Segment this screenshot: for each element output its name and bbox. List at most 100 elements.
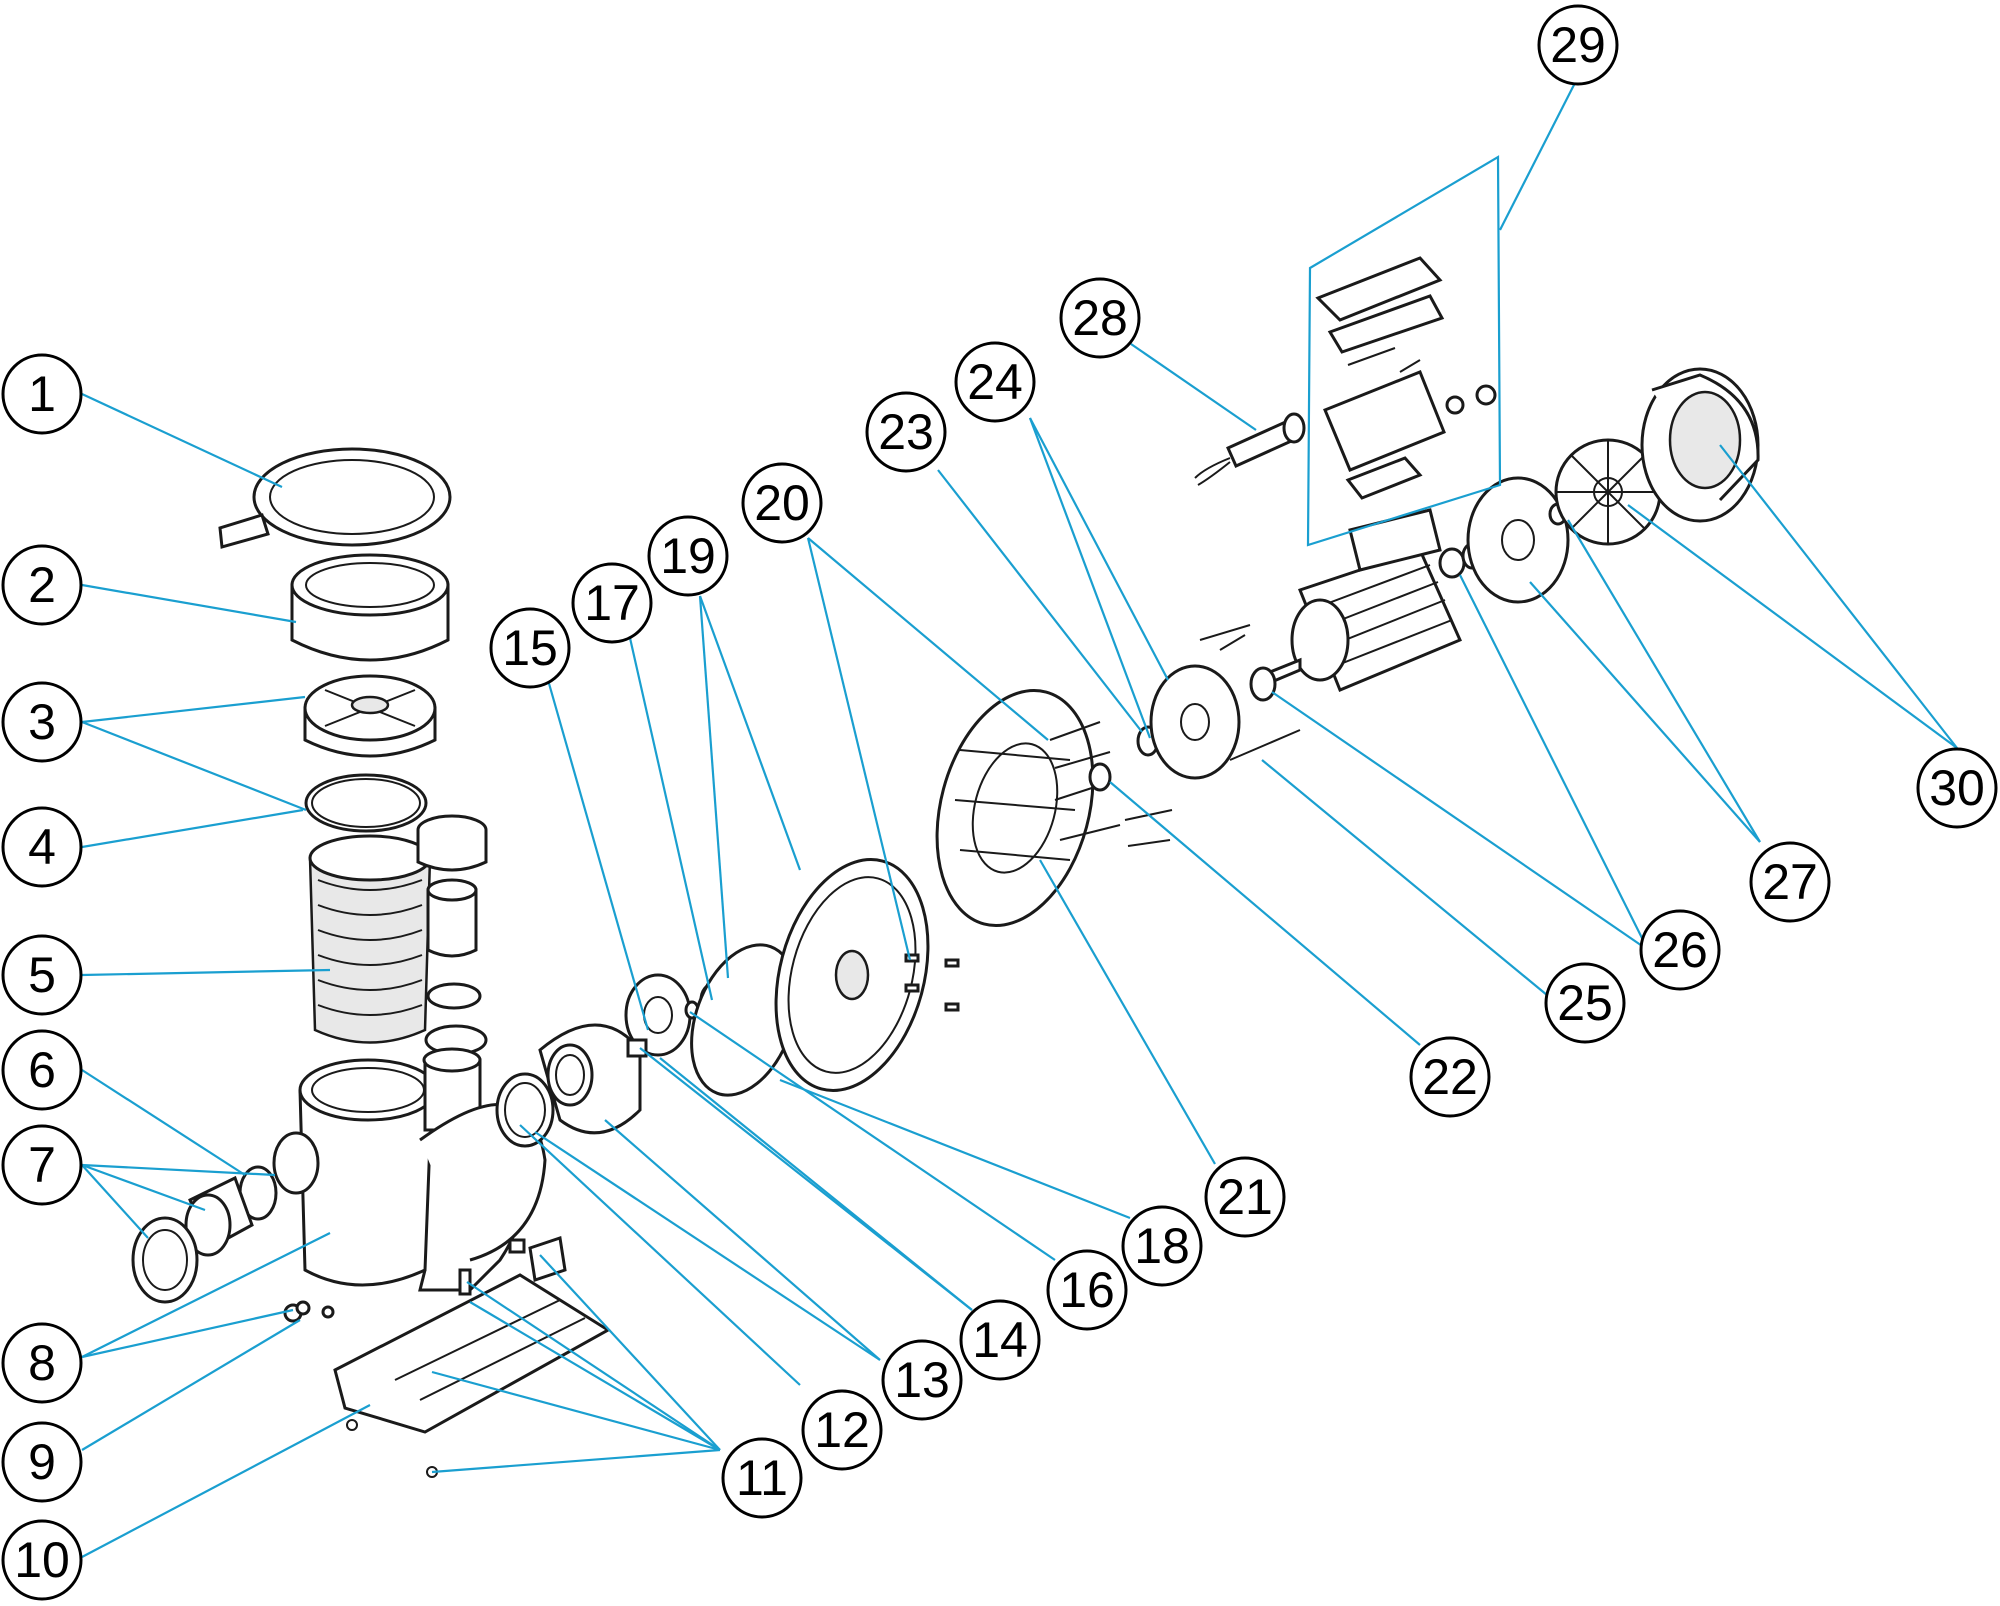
callout-number: 6: [28, 1042, 56, 1098]
callout-19: 19: [647, 515, 729, 597]
callout-6: 6: [1, 1029, 83, 1111]
callout-circle: [1121, 1205, 1203, 1287]
callout-12: 12: [801, 1389, 883, 1471]
leader-26a: [1271, 691, 1649, 951]
leader-19b: [698, 595, 802, 871]
callout-8: 8: [1, 1322, 83, 1404]
leader-11c: [469, 1301, 721, 1451]
leader-11e: [431, 1448, 721, 1474]
callout-circle: [1, 1519, 83, 1601]
leader-30b: [1719, 444, 1958, 749]
part-seal-plate: [774, 858, 930, 1092]
part-strainer-basket: [308, 834, 432, 1044]
callout-number: 23: [878, 404, 934, 460]
leader-16: [689, 1011, 1056, 1261]
leader-1: [81, 393, 283, 488]
part-motor-front-shield: [1149, 624, 1301, 780]
part-drain-plug: [283, 1300, 311, 1323]
part-inlet-union: [131, 1131, 320, 1304]
callout-14: 14: [959, 1299, 1041, 1381]
leader-13a: [534, 1131, 881, 1361]
callout-30: 30: [1916, 747, 1998, 829]
callout-circle: [954, 341, 1036, 423]
callout-number: 18: [1134, 1218, 1190, 1274]
callout-number: 14: [972, 1312, 1028, 1368]
leader-8a: [81, 1232, 331, 1358]
leader-17: [628, 637, 714, 1001]
leader-24a: [1028, 417, 1152, 739]
leader-2: [81, 583, 297, 624]
callout-number: 1: [28, 366, 56, 422]
callout-circle: [1544, 962, 1626, 1044]
callout-circle: [801, 1389, 883, 1471]
leader-27a: [1529, 581, 1761, 843]
leader-11b: [466, 1281, 721, 1451]
part-washers: [1088, 725, 1160, 792]
callout-circle: [959, 1299, 1041, 1381]
part-shaft-washer: [1249, 666, 1277, 702]
callout-circle: [1916, 747, 1998, 829]
leader-19a: [698, 595, 730, 979]
part-lid-nut: [290, 553, 450, 662]
callout-9: 9: [1, 1421, 83, 1503]
callout-number: 15: [502, 620, 558, 676]
leader-8b: [81, 1308, 294, 1359]
callout-circle: [647, 515, 729, 597]
leader-23: [937, 469, 1143, 733]
callout-circle: [1204, 1156, 1286, 1238]
callout-number: 20: [754, 475, 810, 531]
callout-7: 7: [1, 1124, 83, 1206]
callout-18: 18: [1121, 1205, 1203, 1287]
callout-1: 1: [1, 353, 83, 435]
callout-number: 19: [660, 528, 716, 584]
callout-number: 4: [28, 819, 56, 875]
callout-circle: [1, 1124, 83, 1206]
callout-4: 4: [1, 806, 83, 888]
leader-20b: [807, 537, 1049, 741]
callout-21: 21: [1204, 1156, 1286, 1238]
callout-circle: [1537, 4, 1619, 86]
part-o-ring: [304, 773, 428, 833]
callout-2: 2: [1, 544, 83, 626]
callout-circle: [1, 934, 83, 1016]
callout-10: 10: [1, 1519, 83, 1601]
callout-number: 30: [1929, 760, 1985, 816]
part-motor-bracket: [935, 689, 1095, 927]
callout-circle: [1, 806, 83, 888]
callout-circle: [865, 391, 947, 473]
callout-number: 9: [28, 1434, 56, 1490]
leader-29: [1499, 76, 1579, 231]
leader-9: [81, 1319, 301, 1451]
part-capacitor: [1194, 412, 1306, 486]
callout-circle: [1, 353, 83, 435]
callout-number: 25: [1557, 975, 1613, 1031]
part-base-bolts: [458, 1238, 526, 1296]
part-union-set: [416, 814, 488, 1056]
callout-24: 24: [954, 341, 1036, 423]
callout-27: 27: [1749, 841, 1831, 923]
leader-20a: [806, 537, 912, 961]
parts-drawing: [131, 155, 1760, 1478]
callout-number: 28: [1072, 290, 1128, 346]
leader-4: [81, 808, 304, 849]
callout-number: 2: [28, 557, 56, 613]
part-impeller: [624, 973, 700, 1058]
leader-11d: [431, 1370, 721, 1452]
leader-7b: [81, 1163, 206, 1212]
callout-circle: [741, 462, 823, 544]
leader-3a: [81, 695, 306, 724]
callout-circle: [1749, 841, 1831, 923]
part-base: [333, 1236, 611, 1478]
part-lid-cover: [303, 674, 437, 758]
callout-number: 26: [1652, 922, 1708, 978]
callout-22: 22: [1409, 1036, 1491, 1118]
leader-11a: [539, 1254, 721, 1451]
callout-number: 12: [814, 1402, 870, 1458]
part-lid-ring: [218, 447, 452, 549]
callout-circle: [489, 607, 571, 689]
leader-10: [81, 1404, 371, 1558]
callout-number: 5: [28, 947, 56, 1003]
callout-circle: [1, 681, 83, 763]
callout-circle: [881, 1339, 963, 1421]
